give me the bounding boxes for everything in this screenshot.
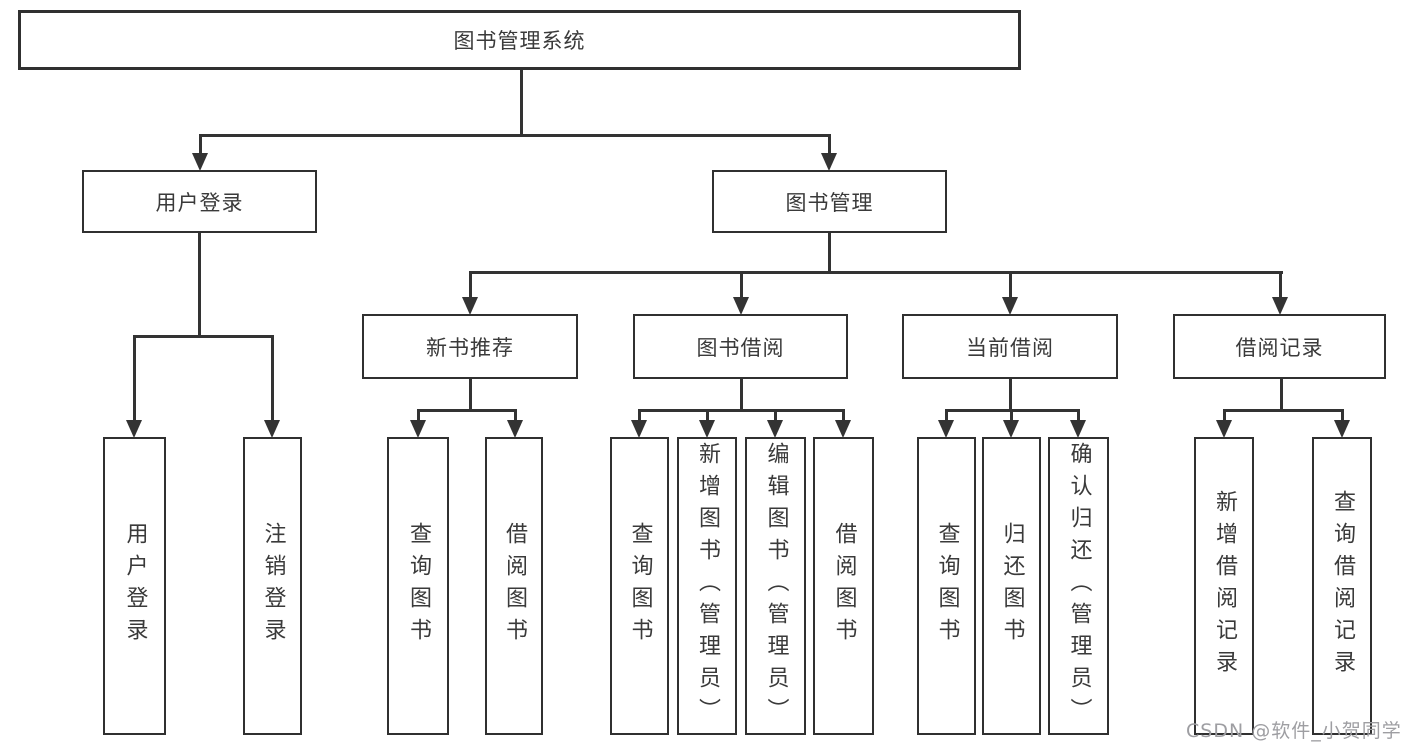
arrow-down-icon (1070, 420, 1086, 438)
connector-line (774, 409, 777, 422)
connector-line (1341, 409, 1344, 422)
leaf-borrow-books: 借阅图书 (813, 437, 874, 735)
connector-line (1009, 379, 1012, 412)
node-borrow-records-label: 借阅记录 (1235, 335, 1324, 360)
arrow-down-icon (507, 420, 523, 438)
connector-line (1009, 271, 1012, 299)
leaf-return-books-label: 归还图书 (999, 522, 1025, 650)
leaf-add-books-admin-label: 新增图书（管理员） (695, 442, 720, 730)
connector-line (199, 134, 831, 137)
node-current-borrow: 当前借阅 (902, 314, 1118, 379)
arrow-down-icon (410, 420, 426, 438)
connector-line (706, 409, 709, 422)
node-book-management-label: 图书管理 (785, 190, 874, 215)
connector-line (1280, 379, 1283, 412)
connector-line (1223, 409, 1226, 422)
leaf-borrow-books-recommend-label: 借阅图书 (502, 522, 527, 650)
arrow-down-icon (733, 297, 749, 315)
arrow-down-icon (1216, 420, 1232, 438)
leaf-logout-login: 注销登录 (243, 437, 302, 735)
connector-line (828, 233, 831, 274)
connector-line (133, 335, 136, 421)
arrow-down-icon (835, 420, 851, 438)
leaf-add-borrow-record-label: 新增借阅记录 (1212, 490, 1237, 682)
leaf-return-books: 归还图书 (982, 437, 1041, 735)
connector-line (1279, 271, 1282, 299)
arrow-down-icon (1272, 297, 1288, 315)
arrow-down-icon (264, 420, 280, 438)
arrow-down-icon (1334, 420, 1350, 438)
leaf-add-books-admin: 新增图书（管理员） (677, 437, 737, 735)
connector-line (133, 335, 274, 338)
node-root-label: 图书管理系统 (453, 29, 586, 53)
leaf-user-login: 用户登录 (103, 437, 166, 735)
connector-line (638, 409, 845, 412)
connector-line (417, 409, 517, 412)
leaf-borrow-books-recommend: 借阅图书 (485, 437, 543, 735)
connector-line (469, 271, 1283, 274)
arrow-down-icon (192, 153, 208, 171)
leaf-borrow-books-label: 借阅图书 (831, 522, 857, 650)
arrow-down-icon (631, 420, 647, 438)
connector-line (198, 233, 201, 337)
connector-line (271, 335, 274, 421)
node-book-borrow: 图书借阅 (633, 314, 848, 379)
leaf-logout-login-label: 注销登录 (260, 522, 286, 650)
leaf-edit-books-admin: 编辑图书（管理员） (745, 437, 806, 735)
leaf-confirm-return-admin-label: 确认归还（管理员） (1066, 442, 1092, 730)
node-book-management: 图书管理 (712, 170, 947, 233)
arrow-down-icon (767, 420, 783, 438)
leaf-query-books-borrow-label: 查询图书 (627, 522, 653, 650)
arrow-down-icon (699, 420, 715, 438)
connector-line (1077, 409, 1080, 422)
node-user-login-label: 用户登录 (155, 190, 244, 215)
connector-line (828, 134, 831, 154)
leaf-query-books-recommend: 查询图书 (387, 437, 449, 735)
leaf-query-books-recommend-label: 查询图书 (406, 522, 431, 650)
leaf-query-borrow-record: 查询借阅记录 (1312, 437, 1372, 735)
leaf-add-borrow-record: 新增借阅记录 (1194, 437, 1254, 735)
connector-line (199, 134, 202, 154)
connector-line (1010, 409, 1013, 422)
connector-line (469, 379, 472, 412)
connector-line (417, 409, 420, 422)
node-borrow-records: 借阅记录 (1173, 314, 1386, 379)
arrow-down-icon (821, 153, 837, 171)
arrow-down-icon (462, 297, 478, 315)
leaf-confirm-return-admin: 确认归还（管理员） (1048, 437, 1109, 735)
leaf-query-books-borrow: 查询图书 (610, 437, 669, 735)
connector-line (638, 409, 641, 422)
connector-line (514, 409, 517, 422)
csdn-watermark: CSDN @软件_小贺同学 (1186, 720, 1402, 742)
connector-line (740, 271, 743, 299)
node-new-book-recommend: 新书推荐 (362, 314, 578, 379)
connector-line (842, 409, 845, 422)
node-book-borrow-label: 图书借阅 (696, 335, 785, 360)
connector-line (469, 271, 472, 299)
arrow-down-icon (1002, 297, 1018, 315)
arrow-down-icon (126, 420, 142, 438)
connector-line (520, 70, 523, 136)
node-user-login: 用户登录 (82, 170, 317, 233)
node-current-borrow-label: 当前借阅 (966, 335, 1054, 360)
leaf-query-books-current: 查询图书 (917, 437, 976, 735)
leaf-edit-books-admin-label: 编辑图书（管理员） (763, 442, 789, 730)
leaf-query-books-current-label: 查询图书 (934, 522, 960, 650)
connector-line (1223, 409, 1343, 412)
connector-line (740, 379, 743, 412)
arrow-down-icon (938, 420, 954, 438)
arrow-down-icon (1003, 420, 1019, 438)
node-new-book-recommend-label: 新书推荐 (426, 335, 514, 360)
leaf-query-borrow-record-label: 查询借阅记录 (1330, 490, 1355, 682)
node-root: 图书管理系统 (18, 10, 1021, 70)
connector-line (945, 409, 948, 422)
leaf-user-login-label: 用户登录 (122, 522, 148, 650)
